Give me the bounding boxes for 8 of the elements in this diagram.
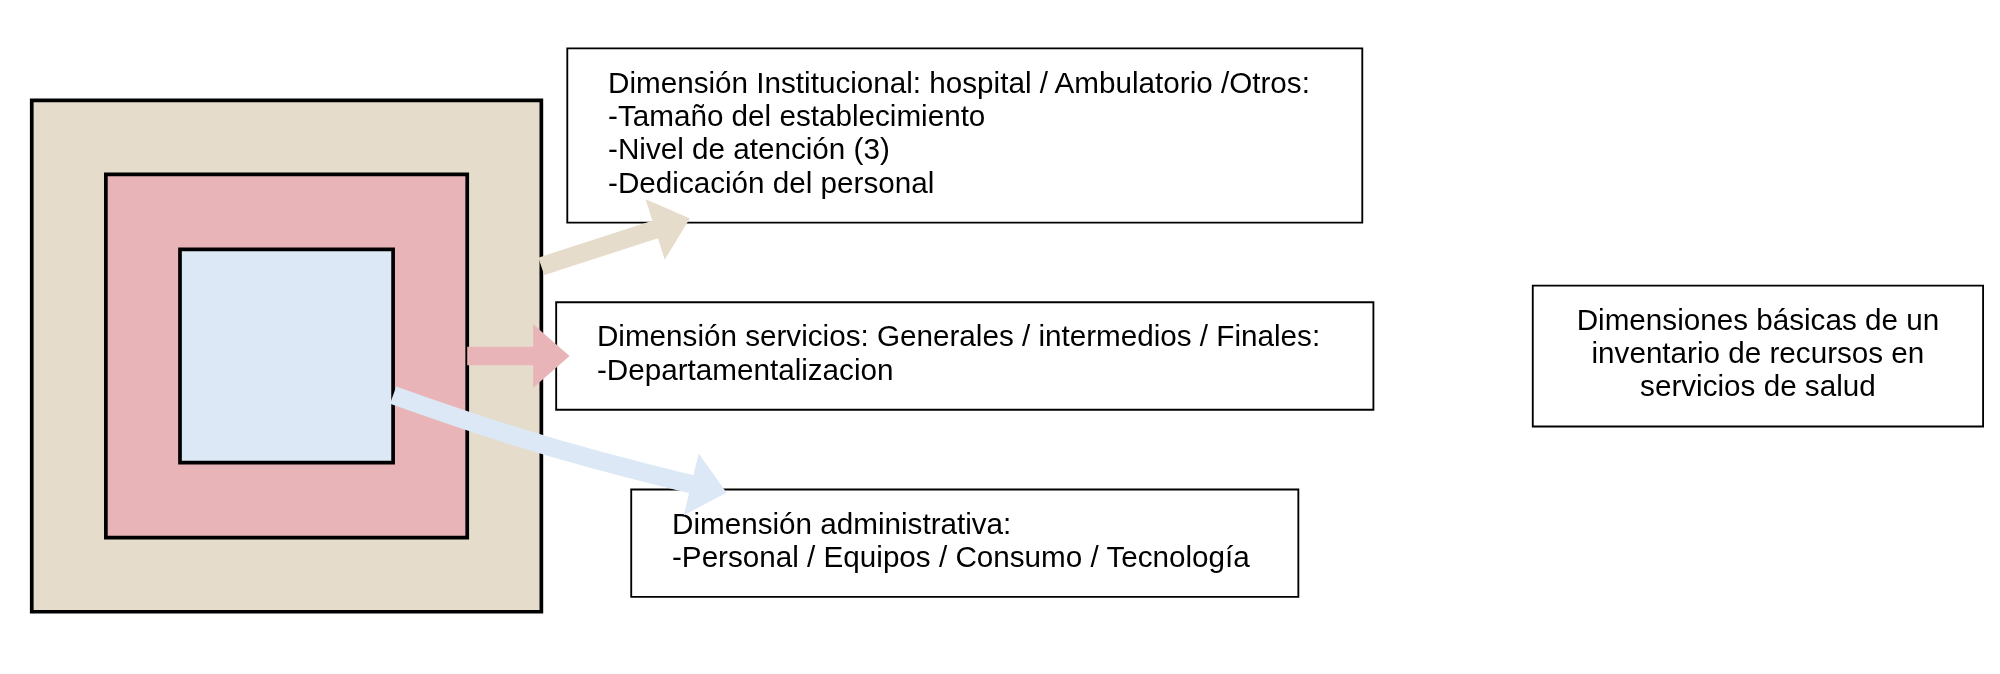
node-box: Dimensión servicios: Generales / intermedios / Finales: -Departamentalizacion: [555, 300, 1375, 411]
arrow: [467, 323, 570, 388]
node-box: Dimensión Institucional: hospital / Ambulatorio /Otros: -Tamaño del establecimiento -Nivel de atención (3) -Dedicación del personal: [566, 47, 1364, 224]
node-box: Dimensiones básicas de un inventario de recursos en servicios de salud: [1531, 284, 1984, 427]
node-box: [178, 247, 395, 464]
node-box: Dimensión administrativa: -Personal / Equipos / Consumo / Tecnología: [630, 488, 1300, 598]
arrow: [390, 385, 727, 515]
cluster: [104, 172, 470, 539]
